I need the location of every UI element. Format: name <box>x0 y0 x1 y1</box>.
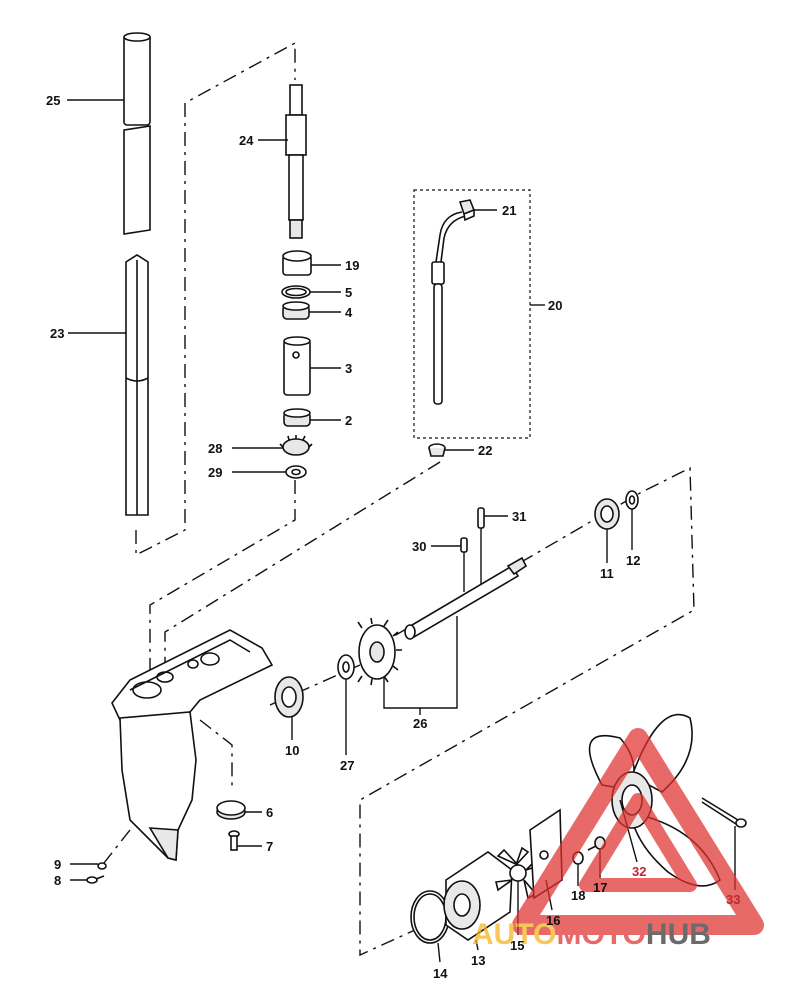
label-5: 5 <box>345 285 352 300</box>
part-29-nut <box>285 465 307 479</box>
label-17: 17 <box>593 880 607 895</box>
label-15: 15 <box>510 938 524 953</box>
part-24-shaft <box>285 84 307 239</box>
label-30: 30 <box>412 539 426 554</box>
label-12: 12 <box>626 553 640 568</box>
part-2-bearing <box>283 408 311 427</box>
gear-housing <box>111 629 274 862</box>
label-18: 18 <box>571 888 585 903</box>
label-25: 25 <box>46 93 60 108</box>
part-31-pin <box>477 507 485 529</box>
label-14: 14 <box>433 966 448 981</box>
part-22-seal <box>428 443 446 457</box>
watermark-auto: AUTO <box>472 918 556 951</box>
part-26-forward-gear <box>357 617 402 686</box>
part-4-bearing <box>282 301 310 320</box>
label-32: 32 <box>632 864 646 879</box>
part-12-washer <box>625 490 639 510</box>
label-20: 20 <box>548 298 562 313</box>
label-10: 10 <box>285 743 299 758</box>
label-2: 2 <box>345 413 352 428</box>
part-33-cotter-pin <box>701 797 747 828</box>
watermark-triangle-inner <box>579 793 697 892</box>
label-6: 6 <box>266 805 273 820</box>
label-8: 8 <box>54 873 61 888</box>
label-4: 4 <box>345 305 353 320</box>
part-19-bushing <box>282 250 312 276</box>
part-28-pinion-gear <box>279 435 313 456</box>
part-10-bearing <box>274 676 304 718</box>
part-21-grommet <box>458 199 476 222</box>
svg-text:AUTOMOTOHUB: AUTOMOTOHUB <box>472 918 711 951</box>
label-26: 26 <box>413 716 427 731</box>
automotohub-watermark: AUTOMOTOHUB <box>472 728 764 951</box>
label-23: 23 <box>50 326 64 341</box>
part-8-screw <box>86 875 105 884</box>
part-3-sleeve <box>283 336 311 396</box>
label-22: 22 <box>478 443 492 458</box>
part-11-bearing <box>594 498 620 530</box>
label-11: 11 <box>600 566 614 581</box>
label-13: 13 <box>471 953 485 968</box>
part-20-water-tube <box>431 211 467 405</box>
label-7: 7 <box>266 839 273 854</box>
label-33: 33 <box>726 892 740 907</box>
part-26-propeller-shaft <box>404 556 528 640</box>
watermark-hub: HUB <box>646 918 711 951</box>
label-28: 28 <box>208 441 222 456</box>
assembly-path-lines <box>99 41 695 957</box>
watermark-moto: MOTO <box>556 918 645 951</box>
label-9: 9 <box>54 857 61 872</box>
label-24: 24 <box>239 133 254 148</box>
label-29: 29 <box>208 465 222 480</box>
part-14-o-ring <box>410 890 450 944</box>
part-27-washer <box>337 654 355 680</box>
part-5-ring <box>281 285 311 299</box>
label-21: 21 <box>502 203 516 218</box>
part-13-pump-housing <box>443 851 513 941</box>
part-6-spacer <box>216 800 246 820</box>
label-3: 3 <box>345 361 352 376</box>
part-25-tube <box>123 32 151 235</box>
part-7-screw <box>228 830 240 851</box>
part-30-pin <box>460 537 468 553</box>
label-19: 19 <box>345 258 359 273</box>
label-27: 27 <box>340 758 354 773</box>
part-number-labels: 25 24 23 21 20 19 5 4 3 2 28 29 22 31 30… <box>46 93 740 981</box>
label-16: 16 <box>546 913 560 928</box>
part-23-drive-shaft <box>125 254 149 516</box>
label-31: 31 <box>512 509 526 524</box>
watermark-triangle-outer <box>512 728 764 935</box>
part-9-washer <box>97 862 107 870</box>
